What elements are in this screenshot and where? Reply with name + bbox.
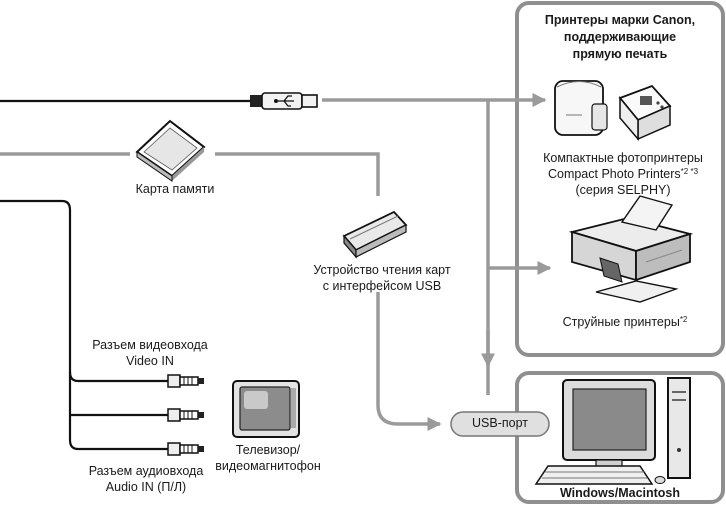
- video-in-label: Разъем видеовхода Video IN: [92, 338, 208, 368]
- connection-lines: [0, 93, 552, 431]
- av-branch-top: [68, 371, 168, 383]
- inkjet-printer-label: Струйные принтеры*2: [562, 315, 688, 329]
- printers-box-title: Принтеры марки Canon, поддерживающие пря…: [544, 13, 696, 61]
- cables: [0, 99, 250, 451]
- reader-line: [376, 292, 442, 431]
- card-reader-icon: [342, 210, 408, 259]
- card-reader-label: Устройство чтения карт с интерфейсом USB: [313, 263, 451, 293]
- compact-photo-printer-icon: [554, 80, 672, 142]
- memory-card-icon: [135, 119, 206, 182]
- av-cable: [0, 199, 168, 451]
- inkjet-printer-icon: [568, 195, 694, 303]
- rca-plug-icon: [167, 408, 204, 422]
- tv-icon: [232, 380, 300, 438]
- usb-port-pill: [450, 411, 550, 437]
- card-line-right: [215, 152, 380, 196]
- memory-card-label: Карта памяти: [135, 182, 215, 196]
- computer-icon: [534, 377, 691, 485]
- computer-label: Windows/Macintosh: [559, 486, 681, 500]
- rca-plug-icon: [167, 442, 204, 456]
- tv-label: Телевизор/ видеомагнитофон: [215, 443, 321, 473]
- compact-printer-label: Компактные фотопринтеры Compact Photo Pr…: [543, 151, 703, 197]
- usb-port-label: USB-порт: [472, 416, 528, 430]
- rca-plug-icon: [167, 374, 204, 388]
- usb-plug-icon: [250, 92, 318, 110]
- audio-in-label: Разъем аудиовхода Audio IN (П/Л): [88, 464, 204, 494]
